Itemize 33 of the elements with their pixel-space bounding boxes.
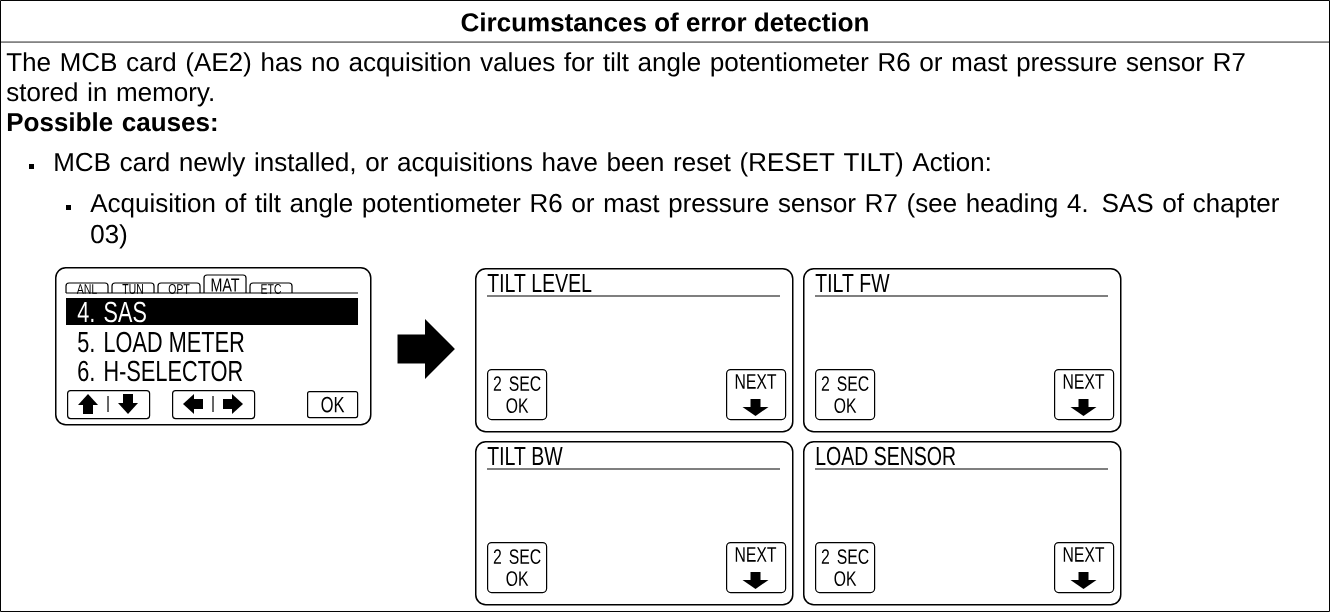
menu-tab: ANL bbox=[65, 282, 109, 294]
selected-menu-item: 4. SAS bbox=[66, 298, 358, 325]
menu-screen bbox=[55, 267, 372, 426]
paragraph: MCB card newly installed, or acquisitions have been reset (RESET TILT) Action: bbox=[55, 152, 990, 177]
screen-title: TILT BW bbox=[486, 447, 781, 470]
menu-tab: MAT bbox=[203, 274, 247, 294]
next-button: NEXT bbox=[1054, 369, 1115, 421]
screen-title: TILT LEVEL bbox=[486, 274, 781, 297]
paragraph: The MCB card (AE2) has no acquisition values for tilt angle potentiometer R6 or mast pressure sensor R7 stored in memory. bbox=[6, 52, 1245, 107]
ok-button: OK bbox=[307, 391, 359, 419]
next-button: NEXT bbox=[1054, 542, 1115, 594]
next-button: NEXT bbox=[726, 542, 787, 594]
menu-tab: OPT bbox=[157, 282, 201, 294]
ok-button: 2 SEC OK bbox=[815, 369, 876, 421]
ok-button: 2 SEC OK bbox=[815, 542, 876, 594]
display-screen bbox=[803, 268, 1122, 433]
display-screen bbox=[803, 441, 1122, 606]
paragraph: Possible causes: bbox=[7, 112, 217, 132]
ok-button: 2 SEC OK bbox=[487, 369, 548, 421]
screen-title: TILT FW bbox=[814, 274, 1109, 297]
display-screen bbox=[475, 268, 794, 433]
arrow-key bbox=[67, 390, 151, 420]
arrow-key bbox=[172, 390, 256, 420]
menu-tab: ETC bbox=[249, 282, 293, 294]
ok-button: 2 SEC OK bbox=[487, 542, 548, 594]
screen-title: LOAD SENSOR bbox=[814, 446, 1109, 470]
table-title: Circumstances of error detection bbox=[461, 12, 868, 32]
menu-tab: TUN bbox=[111, 282, 155, 294]
menu-item: 6. H-SELECTOR bbox=[78, 360, 243, 382]
next-button: NEXT bbox=[726, 369, 787, 421]
display-screen bbox=[475, 441, 794, 606]
paragraph: Acquisition of tilt angle potentiometer R6 or mast pressure sensor R7 (see heading 4. SAS of chapter 03) bbox=[90, 193, 1279, 249]
menu-item: 5. LOAD METER bbox=[78, 331, 244, 353]
